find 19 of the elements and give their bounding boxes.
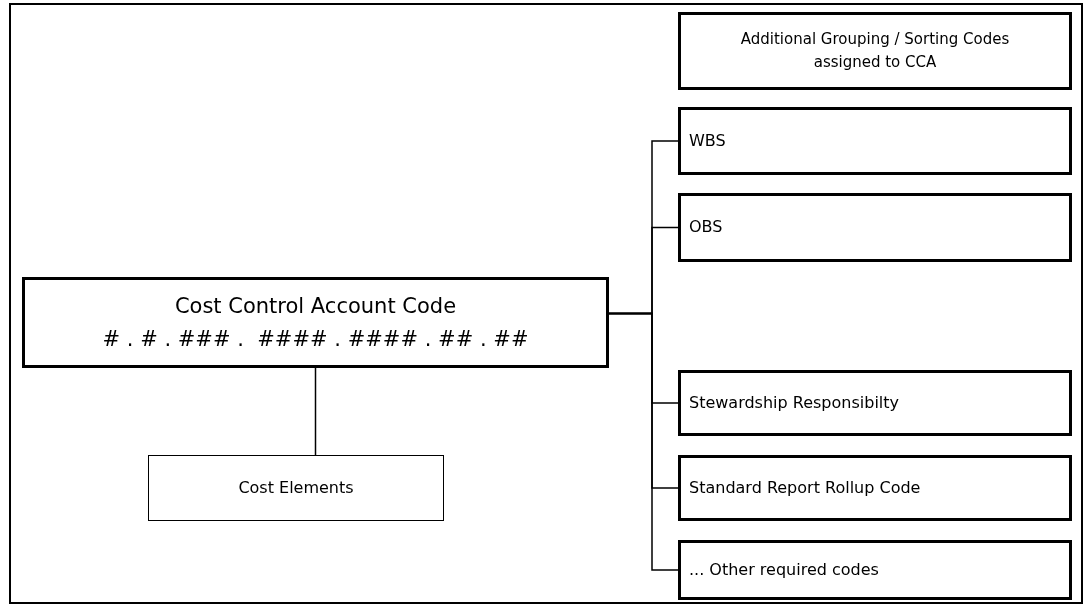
code-box [678,455,1072,521]
code-pattern: # . # . ### . #### . #### . ## . ## [102,325,529,353]
box-title: Cost Control Account Code [174,292,457,320]
box-title: Additional Grouping / Sorting Codes assigned to CCA [740,28,1010,73]
box-title: Cost Elements [238,476,354,499]
connector-line [608,312,679,571]
code-box [678,107,1072,175]
connector-line [314,367,317,456]
box-title: WBS [689,129,726,152]
box-title: OBS [689,216,723,239]
box-title: Stewardship Responsibilty [689,391,899,414]
code-box [678,193,1072,262]
code-box [22,277,609,368]
code-box [678,12,1072,90]
box-title: Standard Report Rollup Code [689,476,921,499]
code-box [678,370,1072,436]
code-box [148,455,444,521]
code-box [678,540,1072,600]
box-title: ... Other required codes [689,558,879,581]
